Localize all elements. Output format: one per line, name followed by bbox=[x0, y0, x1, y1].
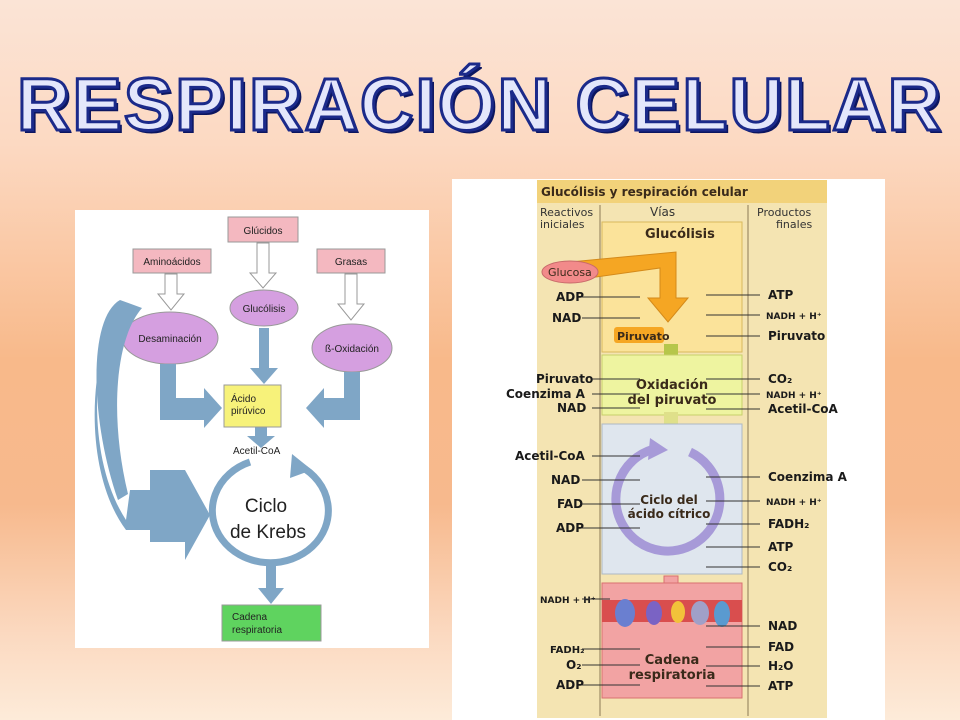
reactant-nadh: NADH + H⁺ bbox=[540, 596, 596, 606]
header-bar bbox=[537, 180, 827, 203]
reactant-acetil-coa: Acetil-CoA bbox=[515, 449, 586, 463]
glucolisis-block-label: Glucólisis bbox=[645, 227, 715, 242]
product-piruvato: Piruvato bbox=[768, 329, 825, 343]
reactant-piruvato: Piruvato bbox=[536, 372, 593, 386]
reactant-nad-1: NAD bbox=[552, 311, 581, 325]
header-label: Glucólisis y respiración celular bbox=[541, 185, 748, 199]
oxidacion-label-2: del piruvato bbox=[628, 393, 717, 408]
product-nadh-2: NADH + H⁺ bbox=[766, 391, 822, 401]
acetil-coa-label: Acetil-CoA bbox=[233, 446, 281, 457]
grasas-box bbox=[316, 248, 386, 274]
product-nadh-1: NADH + H⁺ bbox=[766, 312, 822, 322]
blue-arrows bbox=[94, 300, 360, 604]
reactant-fadh2: FADH₂ bbox=[550, 645, 584, 656]
respiratoria-label: respiratoria bbox=[232, 625, 282, 636]
product-atp-1: ATP bbox=[768, 288, 794, 302]
reactant-nad-3: NAD bbox=[551, 473, 580, 487]
product-coenzima-a: Coenzima A bbox=[768, 470, 848, 484]
product-nadh-3: NADH + H⁺ bbox=[766, 498, 822, 508]
col-reactivos-2: iniciales bbox=[540, 218, 585, 231]
ciclo-ring bbox=[611, 443, 725, 556]
b-oxidacion-label: ß-Oxidación bbox=[325, 344, 379, 355]
membrane-proteins bbox=[615, 599, 730, 627]
product-labels: ATP NADH + H⁺ Piruvato CO₂ NADH + H⁺ Ace… bbox=[766, 288, 848, 693]
grasas-label: Grasas bbox=[335, 257, 367, 268]
col-productos-2: finales bbox=[776, 218, 812, 231]
piruvico-label: pirúvico bbox=[231, 406, 266, 417]
product-nad: NAD bbox=[768, 619, 797, 633]
reactant-coenzima-a: Coenzima A bbox=[506, 387, 586, 401]
product-h2o: H₂O bbox=[768, 659, 794, 673]
glucolisis-arrow bbox=[569, 251, 690, 323]
ciclo-label: Ciclo bbox=[245, 496, 287, 517]
piruvato-highlight bbox=[614, 327, 664, 343]
reactant-o2: O₂ bbox=[566, 658, 581, 672]
reactant-adp-3: ADP bbox=[556, 678, 584, 692]
product-acetil-coa: Acetil-CoA bbox=[768, 402, 839, 416]
col-productos-1: Productos bbox=[757, 206, 811, 219]
product-fad: FAD bbox=[768, 640, 794, 654]
reactant-nad-2: NAD bbox=[557, 401, 586, 415]
oxidacion-block bbox=[601, 354, 743, 416]
product-co2-1: CO₂ bbox=[768, 372, 792, 386]
aminoacidos-box bbox=[132, 248, 212, 274]
glucolisis-label: Glucólisis bbox=[243, 304, 286, 315]
ciclo-label-1: Ciclo del bbox=[640, 493, 697, 507]
product-atp-3: ATP bbox=[768, 679, 794, 693]
oxidacion-label-1: Oxidación bbox=[636, 378, 708, 393]
product-co2-2: CO₂ bbox=[768, 560, 792, 574]
glucidos-label: Glúcidos bbox=[244, 226, 283, 237]
reactant-labels: ADP NAD Piruvato Coenzima A NAD Acetil-C… bbox=[506, 290, 596, 692]
page-title: RESPIRACIÓN CELULAR bbox=[15, 62, 944, 148]
desaminacion-label: Desaminación bbox=[138, 334, 201, 345]
product-atp-2: ATP bbox=[768, 540, 794, 554]
col-reactivos-1: Reactivos bbox=[540, 206, 593, 219]
acido-label: Ácido bbox=[231, 392, 256, 405]
cadena-label: Cadena bbox=[232, 612, 267, 623]
cadena-respiratoria-box bbox=[221, 604, 322, 642]
glucolisis-oval bbox=[229, 289, 299, 327]
glucidos-box bbox=[227, 216, 299, 243]
glucosa-label: Glucosa bbox=[548, 266, 592, 279]
ciclo-arrowhead bbox=[648, 438, 668, 460]
product-fadh2: FADH₂ bbox=[768, 517, 809, 531]
ciclo-label-2: ácido cítrico bbox=[628, 507, 711, 521]
acido-piruvico-box bbox=[223, 384, 282, 428]
krebs-cycle-arrowhead bbox=[290, 454, 312, 478]
reactant-arrows bbox=[582, 296, 640, 686]
col-vias: Vías bbox=[650, 205, 675, 219]
reactant-fad: FAD bbox=[557, 497, 583, 511]
krebs-cycle-ring bbox=[208, 458, 332, 567]
product-arrows bbox=[706, 294, 760, 687]
glucosa-oval bbox=[541, 260, 599, 284]
cadena-label-1: Cadena bbox=[645, 653, 699, 668]
white-arrows bbox=[156, 242, 366, 321]
de-krebs-label: de Krebs bbox=[230, 522, 306, 543]
left-panel bbox=[75, 210, 429, 648]
aminoacidos-label: Aminoácidos bbox=[143, 257, 200, 268]
reactant-adp-1: ADP bbox=[556, 290, 584, 304]
reactant-adp-2: ADP bbox=[556, 521, 584, 535]
cadena-label-2: respiratoria bbox=[629, 668, 716, 683]
piruvato-block-label: Piruvato bbox=[617, 330, 670, 343]
